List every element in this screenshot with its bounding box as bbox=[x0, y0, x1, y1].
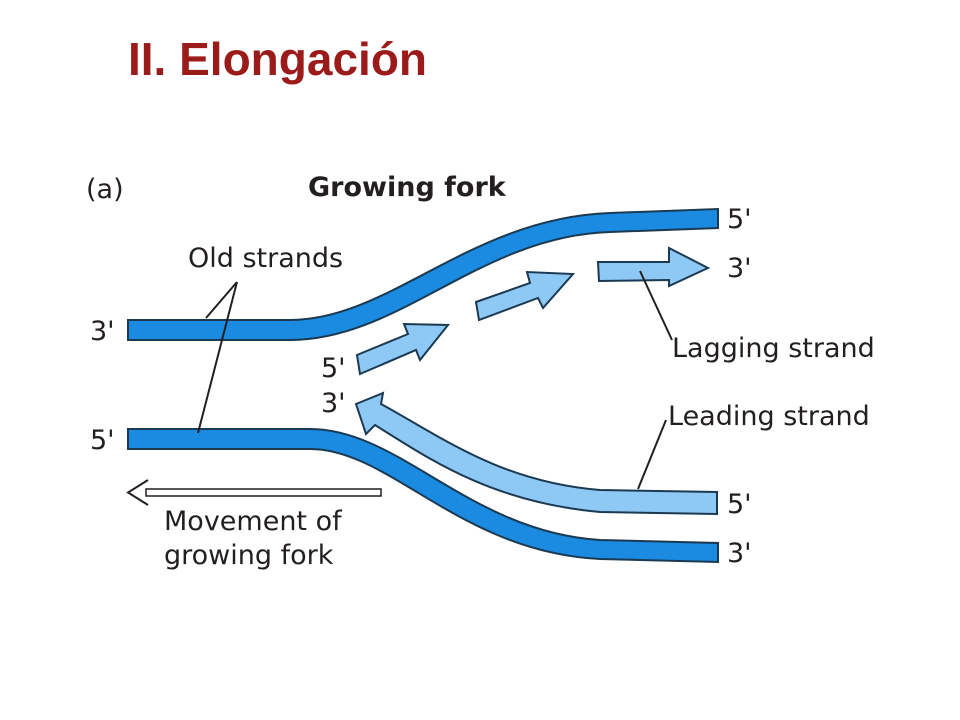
left-arrow-icon bbox=[126, 479, 382, 506]
page-title: II. Elongación bbox=[128, 33, 428, 85]
leading-strand-leader bbox=[637, 419, 667, 490]
top-strand-right-end: 5' bbox=[727, 204, 752, 235]
lagging-fragment-2 bbox=[474, 270, 576, 322]
leading-strand-label: Leading strand bbox=[668, 401, 870, 432]
old-strand-top bbox=[127, 207, 719, 341]
lagging-left-end: 5' bbox=[321, 353, 346, 384]
lagging-strand-label: Lagging strand bbox=[672, 333, 875, 364]
lagging-fragment-1 bbox=[355, 322, 451, 376]
old-strand-bottom bbox=[127, 428, 719, 564]
leading-left-end: 3' bbox=[321, 388, 346, 419]
leading-right-end: 5' bbox=[727, 489, 752, 520]
old-strands-label: Old strands bbox=[188, 243, 343, 274]
top-strand-left-end: 3' bbox=[90, 316, 115, 347]
lagging-fragment-3 bbox=[596, 246, 711, 288]
leader-lines bbox=[197, 270, 673, 490]
lagging-strand-leader bbox=[639, 270, 673, 341]
panel-label: (a) bbox=[86, 174, 124, 205]
lagging-right-end: 3' bbox=[727, 253, 752, 284]
bottom-strand-right-end: 3' bbox=[727, 538, 752, 569]
movement-label-line1: Movement of bbox=[164, 506, 343, 537]
movement-label-line2: growing fork bbox=[164, 540, 334, 571]
old-strands-leader-top bbox=[205, 281, 238, 319]
old-strands-leader-bottom bbox=[197, 281, 238, 434]
diagram-heading: Growing fork bbox=[308, 172, 507, 203]
bottom-strand-left-end: 5' bbox=[90, 425, 115, 456]
leading-strand bbox=[354, 391, 718, 516]
